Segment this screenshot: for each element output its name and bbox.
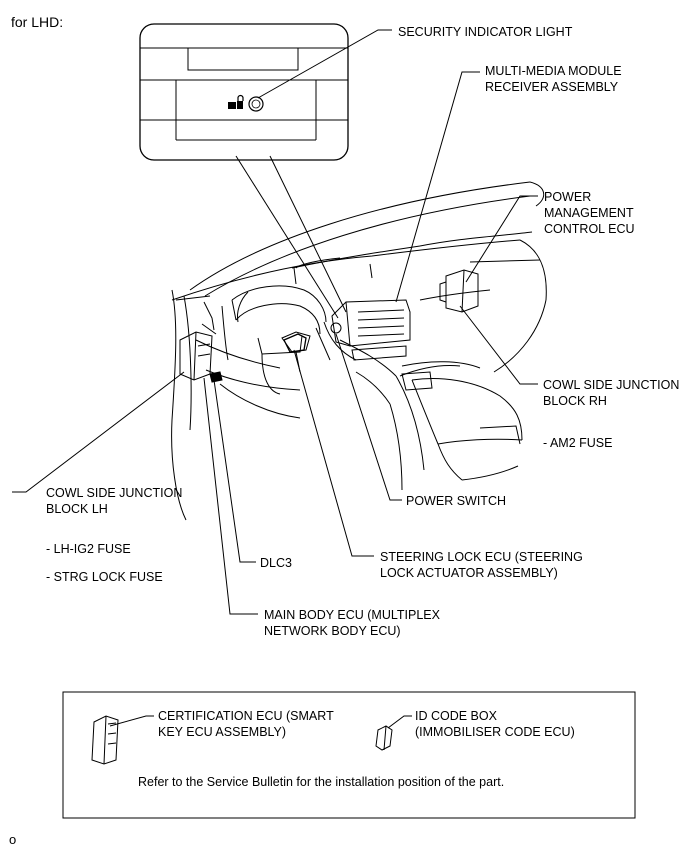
lock-icon [228, 101, 243, 109]
label-line: KEY ECU ASSEMBLY) [158, 725, 287, 739]
figure-id: o [9, 832, 17, 847]
label-dlc3: DLC3 [260, 556, 292, 570]
label-strg-lock-fuse: - STRG LOCK FUSE [46, 570, 163, 584]
security-indicator-light [248, 96, 264, 112]
legend-note: Refer to the Service Bulletin for the in… [138, 775, 505, 789]
label-main-body-ecu: MAIN BODY ECU (MULTIPLEX NETWORK BODY EC… [264, 607, 440, 639]
legend-box [62, 691, 636, 819]
certification-ecu-icon [91, 715, 154, 765]
label-id-code-box: ID CODE BOX (IMMOBILISER CODE ECU) [415, 708, 575, 740]
label-line: LOCK ACTUATOR ASSEMBLY) [380, 566, 558, 580]
label-line: BLOCK LH [46, 502, 108, 516]
label-am2-fuse: - AM2 FUSE [543, 436, 613, 450]
label-line: NETWORK BODY ECU) [264, 624, 401, 638]
label-line: BLOCK RH [543, 394, 607, 408]
label-security-indicator-light: SECURITY INDICATOR LIGHT [398, 25, 573, 39]
dlc3-connector [209, 371, 223, 383]
cowl-junction-block-lh-unit [179, 331, 213, 381]
label-line: COWL SIDE JUNCTION [46, 486, 183, 500]
label-line: MANAGEMENT [544, 206, 634, 220]
label-line: ID CODE BOX [415, 709, 497, 723]
label-line: CERTIFICATION ECU (SMART [158, 709, 334, 723]
steering-lock-ecu-unit [283, 333, 307, 353]
label-power-management-ecu: POWER MANAGEMENT CONTROL ECU [544, 189, 635, 237]
label-line: MAIN BODY ECU (MULTIPLEX [264, 608, 440, 622]
label-power-switch: POWER SWITCH [406, 494, 506, 508]
leader-lines [12, 29, 538, 615]
label-line: POWER [544, 190, 592, 204]
variant-title: for LHD: [11, 14, 64, 30]
id-code-box-icon [375, 715, 412, 751]
multimedia-module-unit [330, 299, 411, 361]
label-steering-lock-ecu: STEERING LOCK ECU (STEERING LOCK ACTUATO… [380, 549, 583, 581]
label-line: STEERING LOCK ECU (STEERING [380, 550, 583, 564]
dashboard-body [171, 181, 547, 521]
label-lh-ig2-fuse: - LH-IG2 FUSE [46, 542, 131, 556]
power-management-ecu-unit [439, 269, 479, 313]
label-line: CONTROL ECU [544, 222, 635, 236]
label-line: RECEIVER ASSEMBLY [485, 80, 619, 94]
label-line: MULTI-MEDIA MODULE [485, 64, 622, 78]
label-multimedia-module: MULTI-MEDIA MODULE RECEIVER ASSEMBLY [485, 63, 622, 95]
label-cowl-side-junction-rh: COWL SIDE JUNCTION BLOCK RH [543, 377, 679, 409]
label-line: (IMMOBILISER CODE ECU) [415, 725, 575, 739]
inset-panel [139, 23, 349, 161]
label-cowl-side-junction-lh: COWL SIDE JUNCTION BLOCK LH [46, 485, 182, 517]
label-line: COWL SIDE JUNCTION [543, 378, 680, 392]
label-certification-ecu: CERTIFICATION ECU (SMART KEY ECU ASSEMBL… [158, 708, 334, 740]
